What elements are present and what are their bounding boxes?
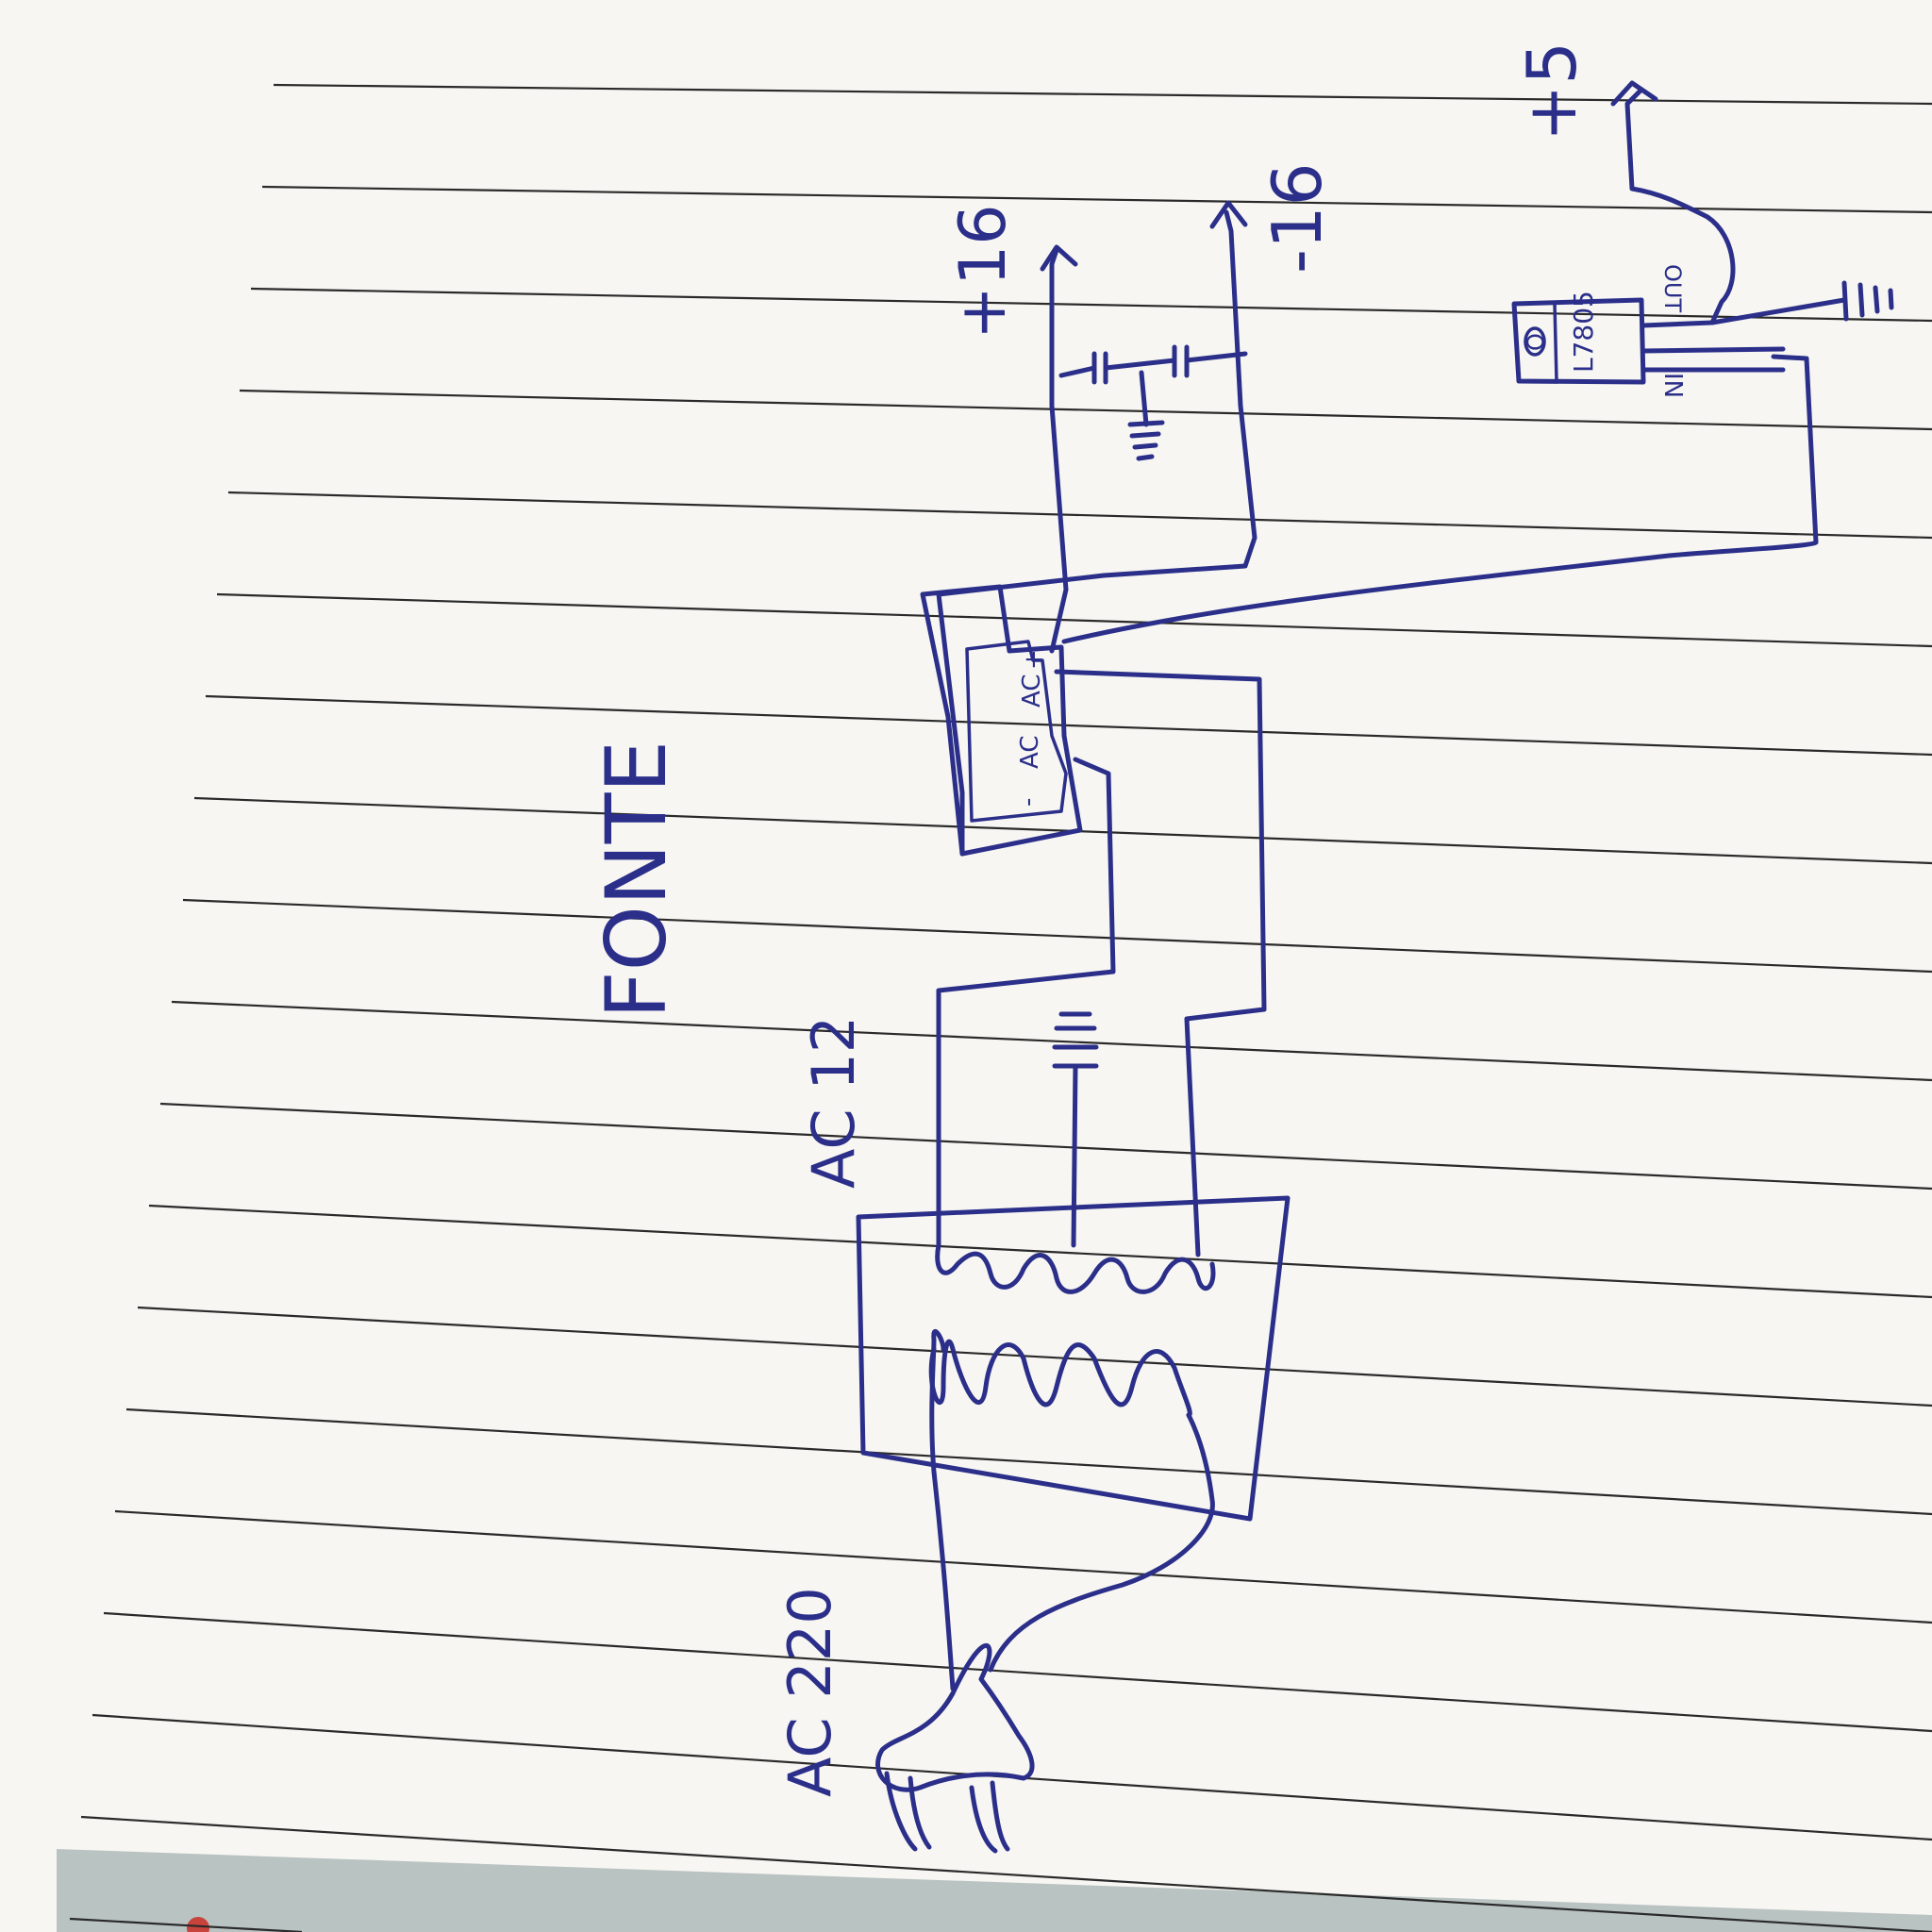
mains-plug xyxy=(875,1643,1035,1854)
primary-coil xyxy=(928,1339,1192,1418)
schematic xyxy=(856,80,1894,1854)
ruled-lines xyxy=(69,83,1932,1932)
bridge-plus-wire xyxy=(1049,247,1069,654)
regulator-tab-mark: O xyxy=(1523,333,1549,351)
label-ac-12: AC 12 xyxy=(799,1016,868,1189)
bridge-pin-ac-2: AC xyxy=(1018,675,1046,708)
secondary-lead-right xyxy=(1054,669,1267,1257)
bridge-pin-plus: + xyxy=(1020,649,1048,670)
transformer-frame xyxy=(856,1195,1291,1522)
plus5-arrow xyxy=(1610,80,1658,107)
regulator-tab-hole xyxy=(1524,326,1546,357)
regulator-ground-symbol xyxy=(1841,280,1894,322)
regulator-feed xyxy=(1061,354,1819,644)
primary-wire-a xyxy=(929,1329,956,1691)
filter-capacitors xyxy=(1058,344,1248,461)
pos-rail-arrow xyxy=(1040,244,1078,272)
bridge-pin-ac-1: AC xyxy=(1016,736,1044,769)
label-minus-16: -16 xyxy=(1257,162,1337,274)
regulator-out-wire xyxy=(1624,87,1736,325)
regulator-ground-wire xyxy=(1709,297,1847,325)
secondary-lead-left xyxy=(936,757,1116,1248)
bridge-pin-minus: - xyxy=(1014,798,1042,807)
label-plus-16: +16 xyxy=(946,204,1021,340)
label-plus-5: +5 xyxy=(1512,42,1591,142)
primary-wire-b xyxy=(988,1412,1215,1673)
red-dot xyxy=(187,1917,209,1932)
l7805-regulator xyxy=(1511,297,1786,385)
neg-rail-arrow xyxy=(1209,200,1248,229)
bottom-strip xyxy=(57,1849,1932,1932)
bridge-rectifier-outline xyxy=(920,584,1083,857)
ground-symbol-center xyxy=(1052,1011,1099,1069)
labels: FONTE AC 220 AC 12 +16 -16 +5 - AC AC + … xyxy=(588,42,1687,1797)
secondary-coil xyxy=(935,1242,1216,1294)
bridge-minus-wire xyxy=(936,209,1257,857)
regulator-pin-out: OUT xyxy=(1659,264,1686,312)
center-tap xyxy=(1071,1063,1078,1248)
title-fonte: FONTE xyxy=(588,741,685,1019)
bridge-rectifier-inner xyxy=(965,640,1068,823)
label-ac-220: AC 220 xyxy=(775,1587,844,1797)
regulator-pin-in: IN xyxy=(1658,373,1687,398)
regulator-part-label: L7805 xyxy=(1568,291,1599,373)
